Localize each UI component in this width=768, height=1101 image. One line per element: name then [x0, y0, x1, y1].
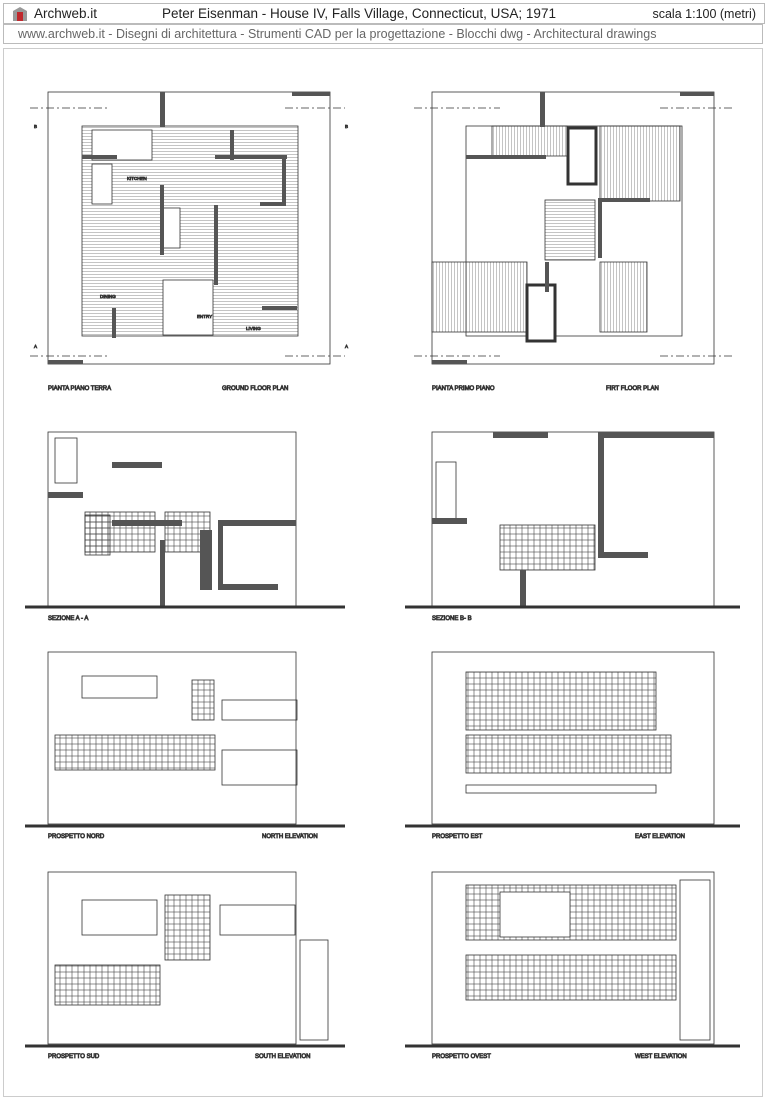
section-b-b: SEZIONE B- B [405, 431, 740, 622]
label-en: GROUND FLOOR PLAN [222, 386, 288, 392]
section-mark-a: A [34, 344, 37, 349]
ground-floor-plan: B B A A KITCHEN DINING ENTRY LIVING PIAN… [30, 91, 348, 392]
title-bar: Archweb.it Peter Eisenman - House IV, Fa… [3, 3, 765, 24]
scale-label: scala 1:100 (metri) [652, 6, 756, 21]
east-elevation: PROSPETTO EST EAST ELEVATION [405, 651, 740, 840]
label-it: SEZIONE A - A [48, 616, 88, 622]
subtitle-bar: www.archweb.it - Disegni di architettura… [3, 24, 763, 44]
west-elevation: PROSPETTO OVEST WEST ELEVATION [405, 871, 740, 1060]
logo-icon [13, 6, 27, 21]
label-it: PIANTA PRIMO PIANO [432, 386, 495, 392]
label-it: PROSPETTO NORD [48, 834, 105, 840]
label-it: PROSPETTO EST [432, 834, 483, 840]
label-it: PROSPETTO OVEST [432, 1054, 491, 1060]
sheet-title: Peter Eisenman - House IV, Falls Village… [162, 6, 556, 21]
section-mark-b: B [345, 124, 348, 129]
label-it: PROSPETTO SUD [48, 1054, 100, 1060]
label-en: NORTH ELEVATION [262, 834, 318, 840]
room-kitchen: KITCHEN [127, 176, 147, 181]
label-en: FIRT FLOOR PLAN [606, 386, 659, 392]
section-mark-b: B [34, 124, 37, 129]
section-a-a: SEZIONE A - A [25, 431, 345, 622]
north-elevation: PROSPETTO NORD NORTH ELEVATION [25, 651, 345, 840]
room-entry: ENTRY [197, 314, 212, 319]
room-dining: DINING [100, 294, 116, 299]
drawing-frame [3, 48, 763, 1097]
label-en: EAST ELEVATION [635, 834, 685, 840]
first-floor-plan: PIANTA PRIMO PIANO FIRT FLOOR PLAN [414, 91, 735, 392]
label-it: PIANTA PIANO TERRA [48, 386, 111, 392]
label-en: SOUTH ELEVATION [255, 1054, 310, 1060]
south-elevation: PROSPETTO SUD SOUTH ELEVATION [25, 871, 345, 1060]
room-living: LIVING [246, 326, 261, 331]
label-it: SEZIONE B- B [432, 616, 472, 622]
brand-name: Archweb.it [34, 6, 98, 21]
archweb-logo[interactable]: Archweb.it [12, 6, 162, 22]
section-mark-a: A [345, 344, 348, 349]
label-en: WEST ELEVATION [635, 1054, 687, 1060]
